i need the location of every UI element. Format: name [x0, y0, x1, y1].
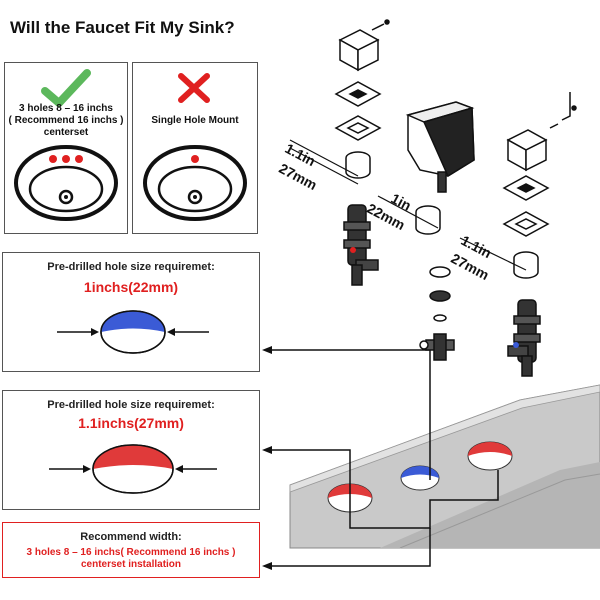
option-three-hole-label-2: ( Recommend 16 inchs ) — [8, 115, 124, 126]
faucet-exploded-diagram — [262, 19, 600, 570]
sink-countertop — [289, 384, 600, 549]
recommend-width-box: Recommend width: 3 holes 8 – 16 inchs( R… — [2, 522, 260, 578]
page-title: Will the Faucet Fit My Sink? — [10, 18, 235, 37]
spout-assembly — [405, 101, 475, 361]
check-icon — [41, 69, 91, 107]
option-three-hole-label-1: 3 holes 8 – 16 inchs — [19, 103, 113, 114]
recommend-width-line-1: 3 holes 8 – 16 inchs( Recommend 16 inchs… — [26, 547, 236, 558]
dimension-lines — [289, 139, 527, 271]
option-single-hole-label: Single Hole Mount — [151, 115, 239, 126]
countertop-holes — [327, 441, 513, 513]
hole-size-large-box: Pre-drilled hole size requiremet: 1.1inc… — [2, 390, 260, 510]
hole-size-small-title: Pre-drilled hole size requiremet: — [47, 261, 215, 273]
three-hole-sink-illustration — [14, 145, 118, 221]
option-single-hole-card: Single Hole Mount — [132, 62, 258, 234]
hole-size-small-box: Pre-drilled hole size requiremet: 1inchs… — [2, 252, 260, 372]
hole-small-diagram — [57, 310, 209, 354]
hole-size-large-value: 1.1inchs(27mm) — [78, 415, 184, 431]
recommend-width-line-2: centerset installation — [80, 559, 182, 570]
option-three-hole-label-3: centerset — [43, 127, 89, 138]
hole-large-diagram — [49, 444, 217, 494]
hole-size-large-title: Pre-drilled hole size requiremet: — [47, 399, 215, 411]
option-three-hole-card: 3 holes 8 – 16 inchs ( Recommend 16 inch… — [4, 62, 128, 234]
recommend-width-title: Recommend width: — [80, 531, 182, 543]
connector-arrowheads — [262, 346, 272, 570]
right-handle-assembly — [502, 129, 550, 377]
single-hole-sink-illustration — [143, 145, 247, 221]
cross-icon — [178, 73, 210, 103]
hole-size-small-value: 1inchs(22mm) — [83, 279, 179, 295]
hex-key-screws — [371, 19, 577, 129]
left-handle-assembly — [334, 29, 382, 286]
